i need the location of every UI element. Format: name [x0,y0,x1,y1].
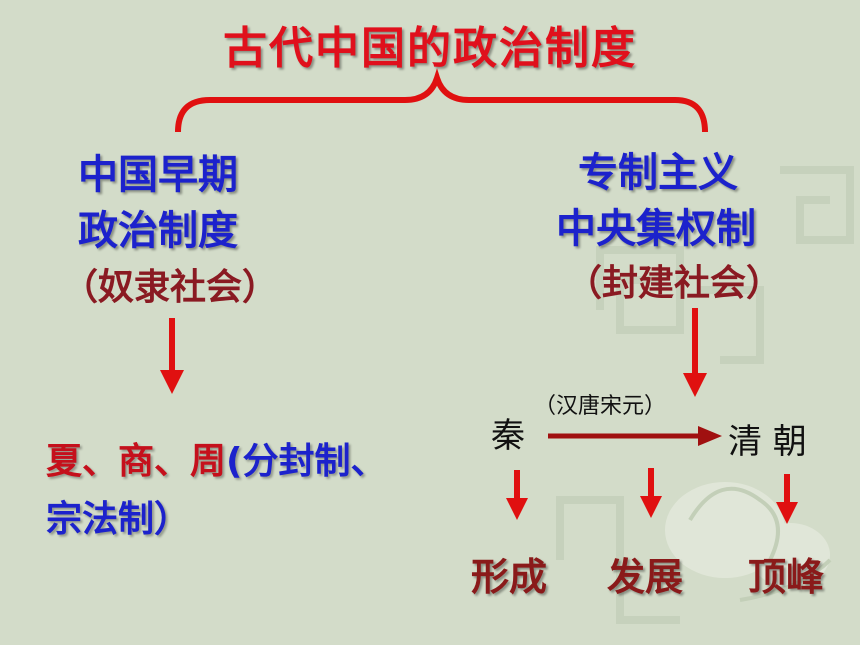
dynasty-line-2: 宗法制） [46,490,190,542]
page-title: 古代中国的政治制度 [223,23,637,74]
system-list-line1: (分封制、 [226,441,387,482]
stage-formation: 形成 [471,555,548,599]
right-society-note: （封建社会） [566,263,783,304]
right-heading-line1: 专制主义 [578,150,738,196]
han-tang-song-yuan: （汉唐宋元） [534,394,667,419]
qin-dynasty: 秦 [491,416,525,456]
left-society-note: （奴隶社会） [62,267,279,308]
jade-dragon-ornament [665,482,830,587]
qing-dynasty: 清 朝 [728,422,807,462]
dynasty-line-1: 夏、商、周(分封制、 [46,432,386,484]
stage-development: 发展 [607,555,684,599]
right-heading-line2: 中央集权制 [556,206,756,252]
xia-shang-zhou: 夏、商、周 [46,441,227,482]
left-heading-line1: 中国早期 [78,152,238,198]
stage-peak: 顶峰 [748,555,825,599]
left-heading-line2: 政治制度 [78,208,238,254]
system-list-line2: 宗法制） [46,499,191,540]
